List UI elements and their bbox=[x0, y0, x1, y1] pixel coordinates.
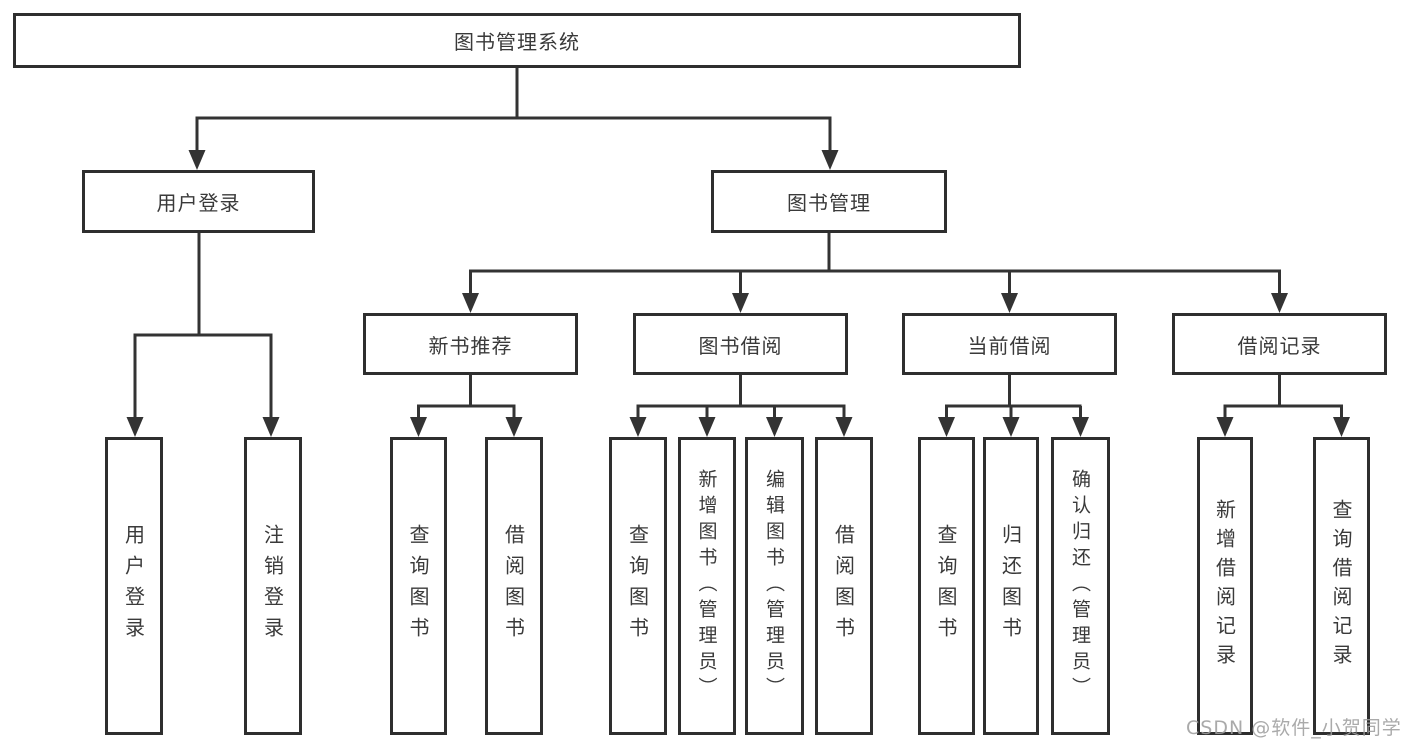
leaf-edit-book-admin: 编辑图书（管理员） bbox=[745, 437, 804, 735]
leaf-confirm-return-admin: 确认归还（管理员） bbox=[1051, 437, 1110, 735]
node-book-management: 图书管理 bbox=[711, 170, 947, 233]
node-user-login: 用户登录 bbox=[82, 170, 315, 233]
node-library-system-label: 图书管理系统 bbox=[454, 30, 580, 54]
leaf-confirm-return-admin-label: 确认归还（管理员） bbox=[1069, 469, 1091, 703]
csdn-watermark: CSDN @软件_小贺同学 bbox=[1186, 717, 1402, 739]
leaf-query-borrow-record-label: 查询借阅记录 bbox=[1329, 499, 1353, 673]
leaf-user-login-label: 用户登录 bbox=[121, 524, 146, 648]
leaf-logout: 注销登录 bbox=[244, 437, 302, 735]
node-book-management-label: 图书管理 bbox=[787, 191, 871, 215]
node-borrowing-records-label: 借阅记录 bbox=[1237, 333, 1322, 358]
node-borrowing-records: 借阅记录 bbox=[1172, 313, 1387, 375]
node-book-borrowing-label: 图书借阅 bbox=[698, 333, 783, 358]
leaf-borrow-books-recommend: 借阅图书 bbox=[485, 437, 543, 735]
node-user-login-label: 用户登录 bbox=[156, 191, 241, 215]
node-current-borrowing-label: 当前借阅 bbox=[967, 333, 1052, 358]
leaf-query-books-recommend-label: 查询图书 bbox=[406, 524, 430, 648]
leaf-add-book-admin-label: 新增图书（管理员） bbox=[695, 469, 718, 703]
leaf-borrow-books-label: 借阅图书 bbox=[831, 524, 856, 648]
node-library-system: 图书管理系统 bbox=[13, 13, 1021, 68]
node-new-book-recommendation-label: 新书推荐 bbox=[428, 333, 513, 358]
node-current-borrowing: 当前借阅 bbox=[902, 313, 1117, 375]
leaf-return-books-label: 归还图书 bbox=[998, 524, 1023, 648]
node-book-borrowing: 图书借阅 bbox=[633, 313, 848, 375]
leaf-return-books: 归还图书 bbox=[983, 437, 1039, 735]
leaf-borrow-books: 借阅图书 bbox=[815, 437, 873, 735]
leaf-edit-book-admin-label: 编辑图书（管理员） bbox=[763, 469, 785, 703]
leaf-query-borrow-record: 查询借阅记录 bbox=[1313, 437, 1370, 735]
arrowhead-icons bbox=[126, 150, 1350, 437]
leaf-logout-label: 注销登录 bbox=[260, 524, 285, 648]
leaf-query-books-recommend: 查询图书 bbox=[390, 437, 447, 735]
leaf-add-borrow-record-label: 新增借阅记录 bbox=[1212, 499, 1237, 673]
leaf-query-books-borrow-label: 查询图书 bbox=[625, 524, 650, 648]
leaf-add-book-admin: 新增图书（管理员） bbox=[678, 437, 736, 735]
node-new-book-recommendation: 新书推荐 bbox=[363, 313, 578, 375]
leaf-query-books-current-label: 查询图书 bbox=[934, 524, 958, 648]
leaf-borrow-books-recommend-label: 借阅图书 bbox=[501, 524, 526, 648]
leaf-add-borrow-record: 新增借阅记录 bbox=[1197, 437, 1253, 735]
leaf-query-books-borrow: 查询图书 bbox=[609, 437, 667, 735]
leaf-query-books-current: 查询图书 bbox=[918, 437, 975, 735]
leaf-user-login: 用户登录 bbox=[105, 437, 163, 735]
